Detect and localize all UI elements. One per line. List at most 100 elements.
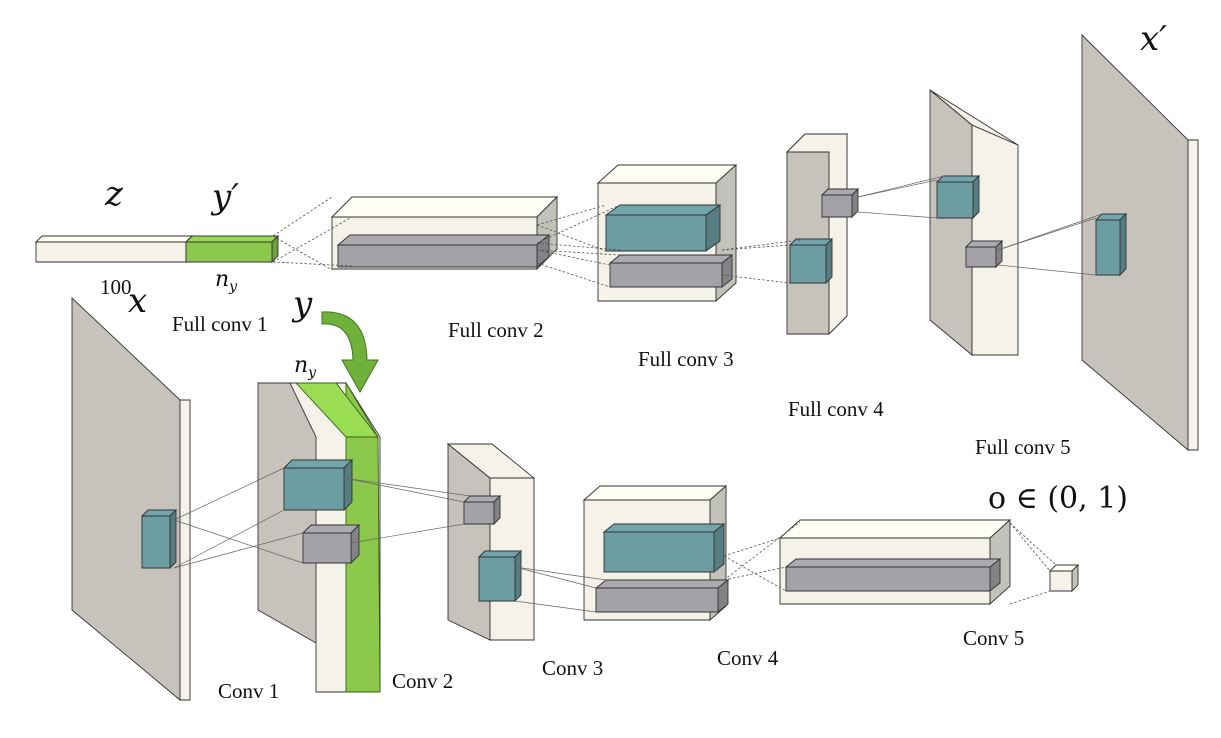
- full-conv-3-block-top: [596, 164, 738, 184]
- fc4-conn-2: [857, 175, 945, 198]
- x-prime-label: x′: [1140, 19, 1167, 59]
- conv-1-label: Conv 1: [218, 679, 279, 703]
- full-conv-4-gray-front: [821, 194, 853, 218]
- c4-conn-2: [1009, 522, 1057, 566]
- full-conv-5-top: [929, 89, 1019, 146]
- x-plate-edge: [179, 399, 191, 701]
- full-conv-4-label: Full conv 4: [788, 397, 884, 421]
- c3-conn-2: [723, 555, 787, 592]
- z-label: z: [104, 174, 124, 214]
- fc3-conn-1: [721, 274, 791, 284]
- z-vector-front: [35, 241, 187, 263]
- c2-conn-1: [514, 600, 597, 613]
- full-conv-1-label: Full conv 1: [172, 312, 268, 336]
- fc1-conn-1: [272, 216, 353, 263]
- x-prime-edge: [1187, 139, 1199, 451]
- conv-3-label: Conv 3: [542, 656, 603, 680]
- fc2b-conn-1: [536, 262, 611, 288]
- c2-conn-0: [514, 566, 597, 589]
- x-input-label: x: [128, 281, 147, 321]
- conv-4-gray-front: [785, 566, 991, 592]
- fc1-conn-2: [272, 235, 333, 271]
- full-conv-5-label: Full conv 5: [975, 435, 1071, 459]
- full-conv-5-teal-top: [935, 175, 981, 183]
- full-conv-5-front: [971, 124, 1019, 356]
- conv-2-teal-side: [514, 549, 522, 603]
- fc4-conn-1: [857, 211, 938, 219]
- ny-bottom-label: ny: [294, 353, 317, 381]
- fc2-conn-1: [536, 204, 621, 244]
- fc2-conn-0: [536, 204, 607, 226]
- ny-bottom-sub: y: [307, 365, 317, 381]
- conv-3-gray-front: [595, 587, 719, 613]
- x-teal-front: [141, 515, 171, 569]
- output-range-label: o ∈ (0, 1): [988, 481, 1128, 516]
- conv-4-label: Conv 4: [717, 646, 779, 670]
- conv-2-gray-front: [463, 501, 495, 525]
- conv-1-green: [345, 381, 381, 693]
- x-conn-1: [173, 532, 304, 569]
- c1-conn-0: [343, 477, 465, 503]
- full-conv-3-gray-front: [609, 262, 723, 288]
- fc2-conn-2: [536, 224, 607, 252]
- full-conv-4-teal-front: [789, 244, 827, 284]
- x-conn-0: [173, 467, 285, 521]
- y-prime-label: y′: [210, 177, 239, 217]
- labels: z y′ 100 ny x′ Full conv 1 Full conv 2 F…: [100, 19, 1167, 703]
- full-conv-3-teal-front: [605, 214, 707, 252]
- fc3-conn-0: [721, 244, 791, 251]
- conv-1-teal-top: [282, 459, 354, 469]
- c4-conn-0: [1009, 522, 1051, 572]
- x-teal-side: [169, 508, 177, 570]
- conv-2-teal-front: [478, 556, 516, 602]
- c2-conn-2: [514, 566, 607, 581]
- conv-5-unit-front: [1049, 570, 1073, 592]
- conv-1-gray-top: [301, 524, 361, 534]
- conv-2-top: [446, 443, 536, 479]
- conv-1-teal-front: [283, 467, 345, 511]
- c3-conn-0: [723, 537, 781, 557]
- full-conv-2-inner-top: [336, 234, 551, 246]
- y-condition-arrow: [321, 311, 379, 394]
- c1-conn-2: [343, 477, 471, 497]
- fc2-conn-3: [536, 242, 621, 251]
- y-input-label: y: [291, 284, 313, 324]
- c4-conn-1: [1009, 590, 1051, 605]
- fc2b-conn-2: [536, 249, 621, 256]
- full-conv-5-left: [929, 89, 973, 356]
- length-100-label: 100: [100, 275, 132, 299]
- full-conv-2-inner-front: [337, 244, 538, 268]
- full-conv-2-label: Full conv 2: [448, 318, 544, 342]
- x-conn-2: [173, 519, 304, 564]
- full-conv-3-label: Full conv 3: [638, 347, 734, 371]
- conv-3-teal-side: [713, 523, 725, 573]
- z-vector-top: [34, 235, 194, 243]
- c3-conn-1: [723, 566, 787, 581]
- full-conv-4-teal-side: [825, 237, 833, 285]
- fc1-conn-0: [272, 196, 333, 237]
- conv-4-gray-top: [784, 558, 1002, 568]
- conv-4-block-top: [778, 519, 1012, 539]
- x-prime-teal-side: [1119, 212, 1127, 277]
- ny-top-label: ny: [215, 267, 238, 295]
- c1-conn-1: [350, 523, 465, 544]
- fc5-conn-2: [997, 213, 1103, 251]
- diagram-shapes: [34, 33, 1199, 701]
- full-conv-3-gray-top: [608, 254, 734, 264]
- conv-3-gray-top: [594, 579, 730, 589]
- conv-5-label: Conv 5: [963, 626, 1024, 650]
- x-plate: [71, 296, 181, 701]
- conv-2-label: Conv 2: [392, 669, 453, 693]
- ny-top-n: n: [215, 267, 229, 292]
- conv-3-teal-top: [602, 523, 726, 533]
- full-conv-4-teal-top: [788, 238, 834, 246]
- full-conv-4-face: [785, 133, 848, 336]
- c3-conn-3: [723, 521, 801, 581]
- fc2b-conn-0: [536, 249, 611, 266]
- fc4-conn-0: [857, 179, 938, 198]
- x-conn-3: [173, 509, 285, 569]
- conv-1-gray-front: [302, 532, 352, 564]
- conv-1-green-top: [294, 382, 379, 438]
- conv-2-teal-top: [477, 550, 523, 558]
